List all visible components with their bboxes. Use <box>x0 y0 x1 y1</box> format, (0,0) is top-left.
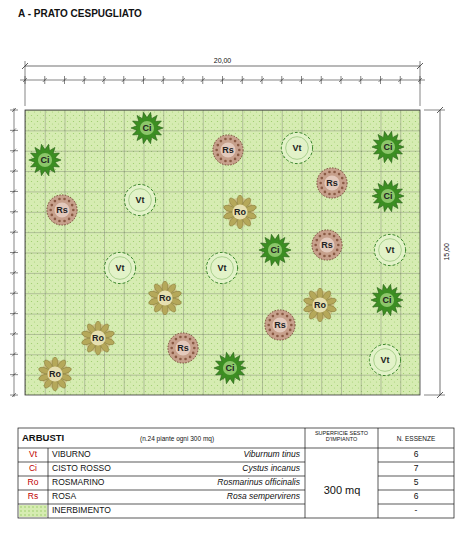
plant-code: Vt <box>123 183 157 217</box>
table-cell: 300 mq <box>318 484 366 496</box>
plant-symbol: Rs <box>263 308 297 342</box>
plant-code: Vt <box>373 233 407 267</box>
diagram-title: A - PRATO CESPUGLIATO <box>18 8 142 19</box>
table-cell: 5 <box>380 478 452 487</box>
plant-code: Ci <box>258 233 292 267</box>
plant-code: Ci <box>370 283 404 317</box>
plant-symbol: Vt <box>280 131 314 165</box>
table-cell: Viburnum tinus <box>140 450 300 459</box>
plant-symbol: Vt <box>368 343 402 377</box>
plant-symbol: Rs <box>310 228 344 262</box>
legend-text: INERBIMENTO <box>52 506 111 515</box>
plant-symbol: Vt <box>123 183 157 217</box>
plant-code: Vt <box>205 251 239 285</box>
plant-symbol: Rs <box>166 331 200 365</box>
table-cell: Rosa sempervirens <box>140 492 300 501</box>
plant-symbol: Vt <box>103 251 137 285</box>
plant-symbol: Rs <box>211 133 245 167</box>
table-cell: CISTO ROSSO <box>52 464 142 473</box>
plant-symbol: Ci <box>213 351 247 385</box>
table-cell: Vt <box>20 450 46 459</box>
plant-code: Ci <box>130 111 164 145</box>
plant-symbol: Ci <box>28 143 62 177</box>
plant-symbol: Vt <box>205 251 239 285</box>
plant-code: Rs <box>166 331 200 365</box>
table-header: (n.24 piante ogni 300 mq) <box>140 435 300 442</box>
table-cell: ROSA <box>52 492 142 501</box>
table-cell: Ro <box>20 478 46 487</box>
plant-code: Rs <box>310 228 344 262</box>
plant-code: Ci <box>371 130 405 164</box>
table-cell: 7 <box>380 464 452 473</box>
table-cell: VIBURNO <box>52 450 142 459</box>
plant-symbol: Ro <box>38 357 72 391</box>
plant-code: Vt <box>368 343 402 377</box>
plant-symbol: Rs <box>315 166 349 200</box>
table-header: SUPERFICIE SESTO D'IMPIANTO <box>307 430 376 442</box>
plant-code: Vt <box>280 131 314 165</box>
plant-symbol: Ci <box>130 111 164 145</box>
plant-code: Ro <box>81 321 115 355</box>
plant-symbol: Ci <box>370 283 404 317</box>
table-cell: Rs <box>20 492 46 501</box>
plant-code: Ro <box>38 357 72 391</box>
table-cell: Cystus incanus <box>140 464 300 473</box>
dimension: 15,00 <box>443 243 451 261</box>
plant-symbol: Rs <box>45 193 79 227</box>
plant-code: Ro <box>148 281 182 315</box>
plant-code: Ro <box>303 288 337 322</box>
plant-code: Rs <box>45 193 79 227</box>
plant-code: Ci <box>371 179 405 213</box>
plant-code: Ro <box>223 195 257 229</box>
plant-symbol: Ci <box>371 179 405 213</box>
plant-code: Vt <box>103 251 137 285</box>
plant-code: Rs <box>315 166 349 200</box>
plant-symbol: Ro <box>148 281 182 315</box>
table-cell: Ci <box>20 464 46 473</box>
plant-symbol: Ro <box>81 321 115 355</box>
plant-code: Rs <box>263 308 297 342</box>
plant-symbol: Ro <box>303 288 337 322</box>
plant-code: Ci <box>28 143 62 177</box>
table-header: ARBUSTI <box>22 433 92 443</box>
table-cell: 6 <box>380 450 452 459</box>
plant-symbol: Ro <box>223 195 257 229</box>
table-cell: Rosmarinus officinalis <box>140 478 300 487</box>
table-header: N. ESSENZE <box>380 435 452 442</box>
legend-swatch <box>19 505 47 517</box>
plant-code: Rs <box>211 133 245 167</box>
plant-symbol: Vt <box>373 233 407 267</box>
plant-symbol: Ci <box>258 233 292 267</box>
table-cell: - <box>380 506 452 515</box>
plant-code: Ci <box>213 351 247 385</box>
table-cell: 6 <box>380 492 452 501</box>
dimension: 20,00 <box>200 57 245 65</box>
plant-symbol: Ci <box>371 130 405 164</box>
table-cell: ROSMARINO <box>52 478 142 487</box>
